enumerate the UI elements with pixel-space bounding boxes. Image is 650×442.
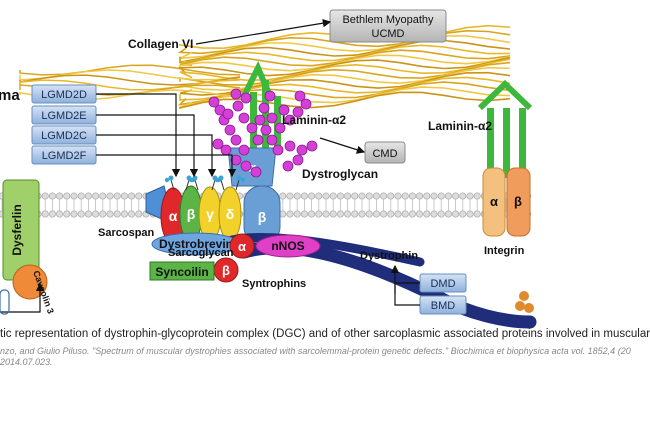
nnos-label: nNOS <box>271 239 304 253</box>
integrin-label: Integrin <box>484 245 525 257</box>
sarcoglycan-delta-label: δ <box>226 206 235 222</box>
dystrobrevin-label: Dystrobrevin <box>159 237 233 251</box>
syncoilin-protein: Syncoilin <box>149 261 215 281</box>
dgc-diagram: α β α β γ δ Dysferlin Caveolin 3 <box>0 9 537 329</box>
laminin-right-label: Laminin-α2 <box>428 119 492 133</box>
sarcospan-label: Sarcospan <box>98 227 155 239</box>
dystroglycan-beta-label: β <box>258 209 267 225</box>
lgmd2d-label: LGMD2D <box>41 89 87 101</box>
integrin-complex: α β <box>482 167 531 237</box>
dysferlin-label: Dysferlin <box>10 204 24 255</box>
left-cut-label: ma <box>0 87 20 104</box>
integrin-beta-label: β <box>514 194 522 209</box>
syntrophin-beta-label: β <box>222 263 230 278</box>
integrin-alpha-label: α <box>490 194 498 209</box>
lgmd-boxes: LGMD2D LGMD2E LGMD2C LGMD2F <box>31 84 97 165</box>
syntrophins-label: Syntrophins <box>242 278 306 290</box>
dystroglycan-alpha-label: α <box>248 160 256 175</box>
syncoilin-label: Syncoilin <box>155 265 208 279</box>
lgmd2e-label: LGMD2E <box>41 110 86 122</box>
dysferlin-protein: Dysferlin <box>2 179 40 281</box>
laminin-label: Laminin-α2 <box>282 113 346 127</box>
citation-line-1: nzo, and Giulio Piluso. "Spectrum of mus… <box>0 346 631 356</box>
integrin-arrow <box>477 79 533 178</box>
syntrophin-proteins: α β <box>213 233 255 283</box>
cmd-label: CMD <box>372 148 397 160</box>
citation-line-2: 2014.07.023. <box>0 357 53 367</box>
nnos-protein: nNOS <box>255 234 321 258</box>
bethlem-label-line1: Bethlem Myopathy <box>342 14 434 26</box>
bethlem-box: Bethlem Myopathy UCMD <box>329 9 447 43</box>
right-edge-beads <box>515 291 534 313</box>
dmd-label: DMD <box>430 278 455 290</box>
cmd-box: CMD <box>364 141 406 164</box>
sarcoglycan-beta-label: β <box>187 206 196 222</box>
glycan-chains <box>208 88 318 178</box>
collagen-label: Collagen VI <box>128 37 193 51</box>
figure-caption: tic representation of dystrophin-glycopr… <box>0 328 650 340</box>
sarcoglycan-label: Sarcoglycan <box>168 247 234 259</box>
connector-lines <box>96 19 420 306</box>
bethlem-label-line2: UCMD <box>372 28 405 40</box>
sarcoglycan-alpha-label: α <box>169 208 178 224</box>
syntrophin-alpha-label: α <box>238 239 246 254</box>
dystroglycan-label: Dystroglycan <box>302 167 378 181</box>
lgmd2f-label: LGMD2F <box>42 150 87 162</box>
caveolin-protein: Caveolin 3 <box>12 264 56 315</box>
dystrophin-label: Dystrophin <box>360 250 418 262</box>
lgmd2c-label: LGMD2C <box>41 130 87 142</box>
sarcoglycan-gamma-label: γ <box>206 206 214 222</box>
bmd-label: BMD <box>431 300 456 312</box>
